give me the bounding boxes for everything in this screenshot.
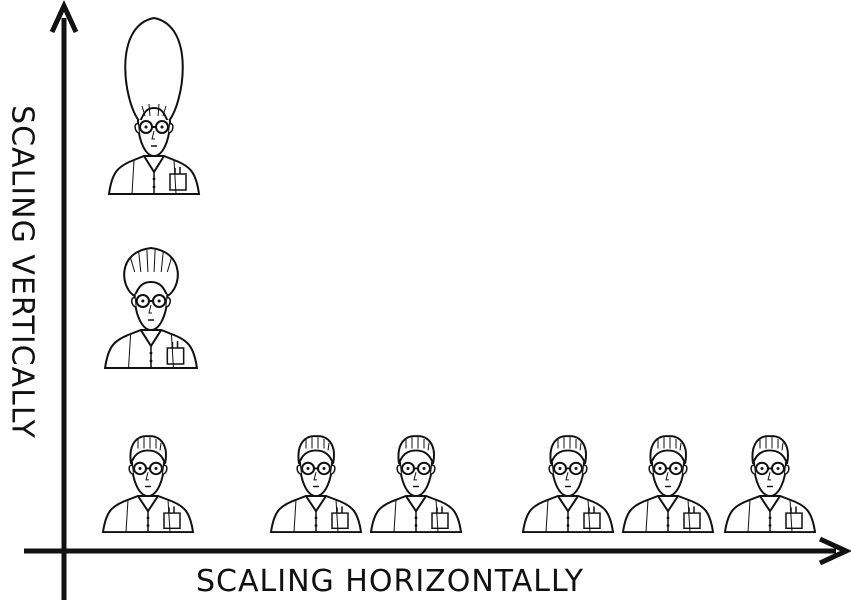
y-axis: [49, 0, 79, 600]
horizontal-group-3: [523, 436, 815, 532]
figure-h3-2: [623, 436, 713, 532]
y-axis-label: SCALING VERTICALLY: [4, 105, 40, 439]
x-axis: [24, 536, 851, 566]
figure-medium-head: [105, 248, 197, 368]
x-axis-label: SCALING HORIZONTALLY: [196, 564, 585, 599]
figure-tall-head: [109, 18, 199, 194]
figure-h2-1: [271, 436, 361, 532]
figure-h2-2: [371, 436, 461, 532]
horizontal-group-2: [271, 436, 461, 532]
figure-h3-3: [725, 436, 815, 532]
figure-h3-1: [523, 436, 613, 532]
figure-base: [103, 436, 193, 532]
